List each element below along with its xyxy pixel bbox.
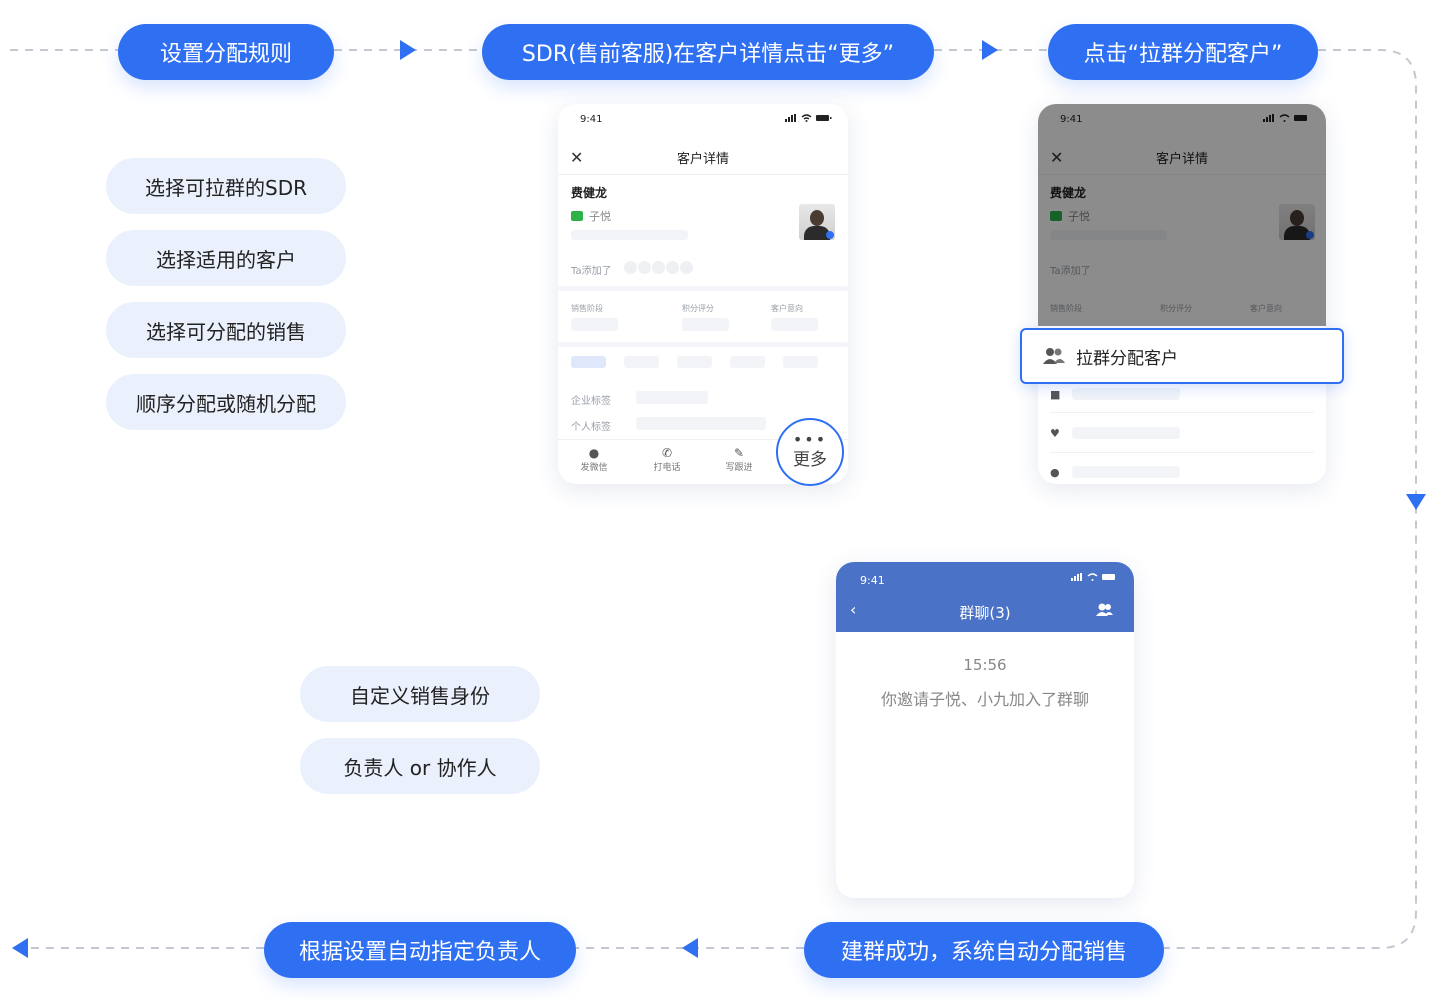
arrow-right-1	[400, 40, 416, 60]
message-time: 15:56	[963, 656, 1007, 674]
divider	[558, 286, 848, 291]
added-label: Ta添加了	[571, 266, 612, 277]
tab-active-placeholder	[571, 356, 606, 368]
arrow-left-1	[682, 938, 698, 958]
rule-option-order: 顺序分配或随机分配	[106, 374, 346, 430]
customer-name: 费健龙	[571, 186, 608, 200]
user-icon: ●	[1050, 466, 1060, 479]
group-members-icon[interactable]	[1096, 603, 1114, 617]
field-intent: 客户意向	[1250, 304, 1282, 313]
status-icons	[1071, 573, 1118, 581]
more-label: 更多	[793, 449, 827, 470]
back-icon[interactable]: ‹	[850, 600, 857, 619]
rule-option-sdr: 选择可拉群的SDR	[106, 158, 346, 214]
wifi-icon	[801, 114, 812, 122]
nav-bar: ✕ 客户详情	[558, 140, 848, 175]
status-icons	[785, 114, 832, 122]
nav-bar: ✕ 客户详情	[1038, 140, 1326, 175]
tab-call[interactable]: ✆ 打电话	[642, 446, 692, 473]
customer-name: 费健龙	[1050, 186, 1087, 200]
step-auto-assign-owner: 根据设置自动指定负责人	[264, 922, 576, 978]
phone-customer-detail: 9:41 ✕ 客户详情 费健龙 子悦 Ta添加了 销售阶段 积分评分 客户意向 …	[558, 104, 848, 484]
lock-icon: ■	[1050, 388, 1061, 401]
close-icon[interactable]: ✕	[1050, 147, 1064, 167]
menu-item[interactable]: ♥	[1038, 420, 1326, 456]
status-time: 9:41	[1060, 114, 1083, 125]
divider	[558, 342, 848, 347]
phone-group-chat: 9:41 ‹ 群聊(3) 15:56 你邀请子悦、小九加入了群聊	[836, 562, 1134, 898]
tag-personal-label: 个人标签	[571, 422, 611, 433]
wifi-icon	[1087, 573, 1098, 581]
more-button[interactable]: ••• 更多	[776, 418, 844, 486]
placeholder-bar	[571, 230, 688, 240]
wechat-name: 子悦	[589, 210, 611, 223]
sales-option-identity: 自定义销售身份	[300, 666, 540, 722]
added-label: Ta添加了	[1050, 266, 1091, 277]
arrow-down	[1406, 494, 1426, 510]
step-set-rules: 设置分配规则	[118, 24, 334, 80]
field-score: 积分评分	[1160, 304, 1192, 313]
page-title: 客户详情	[676, 151, 729, 167]
signal-icon	[1071, 573, 1082, 581]
status-time: 9:41	[860, 574, 885, 587]
field-stage: 销售阶段	[1050, 304, 1082, 313]
sales-option-role: 负责人 or 协作人	[300, 738, 540, 794]
pull-group-assign-option[interactable]: 拉群分配客户	[1020, 328, 1344, 384]
rule-option-customer: 选择适用的客户	[106, 230, 346, 286]
menu-item[interactable]: ■	[1038, 380, 1326, 416]
phone-pull-group-menu: 9:41 ✕ 客户详情 费健龙 子悦 Ta添加了 销售阶段 积分评分 客户意向 …	[1038, 104, 1326, 484]
group-users-icon	[1043, 348, 1065, 364]
bottom-tabbar: ● 发微信 ✆ 打电话 ✎ 写跟进	[558, 439, 848, 484]
wechat-name: 子悦	[1068, 210, 1090, 223]
tab-send-wechat[interactable]: ● 发微信	[569, 446, 619, 473]
rule-option-sales: 选择可分配的销售	[106, 302, 346, 358]
battery-icon	[1102, 574, 1115, 580]
tab-follow-up[interactable]: ✎ 写跟进	[714, 446, 764, 473]
page-title: 客户详情	[1155, 151, 1208, 167]
step-sdr-click-more: SDR(售前客服)在客户详情点击“更多”	[482, 24, 934, 80]
status-icons	[1263, 114, 1310, 122]
chat-title: 群聊(3)	[959, 604, 1011, 622]
close-icon[interactable]: ✕	[570, 147, 584, 167]
signal-icon	[1263, 114, 1274, 122]
divider	[1050, 412, 1314, 413]
field-score: 积分评分	[682, 304, 714, 313]
chat-header: 9:41 ‹ 群聊(3)	[836, 562, 1134, 632]
system-message: 你邀请子悦、小九加入了群聊	[880, 690, 1089, 709]
pencil-icon: ✎	[733, 446, 745, 460]
divider	[1050, 452, 1314, 453]
added-avatars	[624, 261, 693, 274]
battery-icon	[1294, 115, 1307, 121]
wifi-icon	[1279, 114, 1290, 122]
battery-icon	[816, 115, 832, 121]
field-intent: 客户意向	[771, 304, 803, 313]
arrow-left-2	[12, 938, 28, 958]
avatar	[1279, 204, 1315, 240]
menu-item[interactable]: ●	[1038, 460, 1326, 484]
wechat-row: 子悦	[1050, 208, 1090, 224]
dim-overlay	[1038, 104, 1326, 326]
more-dots-icon: •••	[792, 429, 828, 449]
status-time: 9:41	[580, 114, 603, 125]
avatar	[799, 204, 835, 240]
field-stage: 销售阶段	[571, 304, 603, 313]
phone-icon: ✆	[661, 446, 673, 460]
chat-bubble-icon: ●	[588, 446, 600, 460]
wechat-icon	[571, 211, 583, 221]
wechat-row: 子悦	[571, 208, 611, 224]
step-group-created: 建群成功，系统自动分配销售	[804, 922, 1164, 978]
arrow-right-2	[982, 40, 998, 60]
signal-icon	[785, 114, 796, 122]
wechat-icon	[1050, 211, 1062, 221]
pull-group-assign-label: 拉群分配客户	[1076, 348, 1178, 369]
step-click-pull-group: 点击“拉群分配客户”	[1048, 24, 1318, 80]
heart-icon: ♥	[1050, 427, 1060, 440]
tag-enterprise-label: 企业标签	[571, 396, 611, 407]
